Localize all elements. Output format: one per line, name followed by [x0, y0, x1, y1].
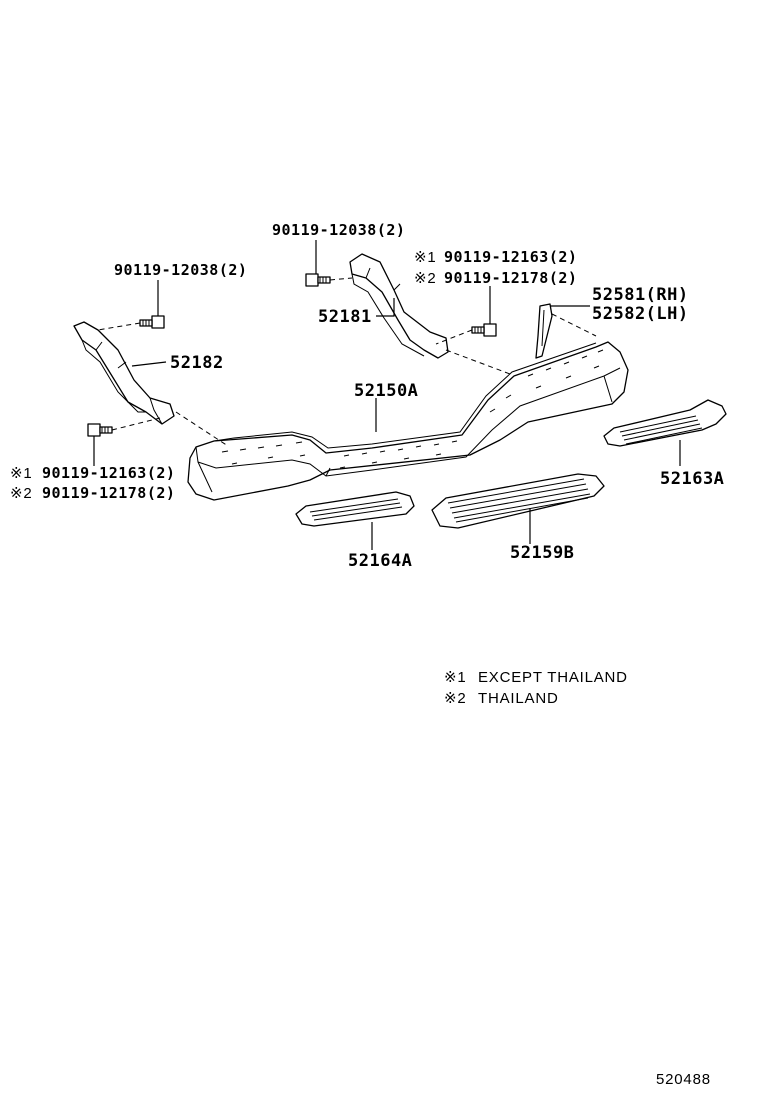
label-step-52163a: 52163A — [660, 469, 724, 489]
label-bolt-right-1: 90119-12163(2) — [444, 248, 577, 266]
note-2-text: THAILAND — [478, 690, 559, 707]
bolt-right-drawing — [471, 323, 497, 337]
bolt-lower-drawing — [87, 423, 113, 437]
bracket-52181-drawing — [349, 253, 449, 359]
label-bracket-52182: 52182 — [170, 353, 224, 373]
step-pad-52159b-drawing — [431, 473, 605, 529]
note-1-text: EXCEPT THAILAND — [478, 669, 628, 686]
label-step-52164a: 52164A — [348, 551, 412, 571]
label-bolt-lower-2: 90119-12178(2) — [42, 484, 175, 502]
assembly-lines — [97, 277, 597, 447]
label-bolt-top: 90119-12038(2) — [272, 221, 405, 239]
note-1-mark: ※1 — [444, 669, 467, 686]
step-pad-52163a-drawing — [603, 399, 727, 447]
leader-lines — [93, 240, 681, 550]
label-bumper-52150a: 52150A — [354, 381, 418, 401]
label-bracket-52181: 52181 — [318, 307, 372, 327]
mark-2-bolt-lower: ※2 — [10, 485, 33, 502]
label-bolt-right-2: 90119-12178(2) — [444, 269, 577, 287]
label-side-rh: 52581(RH) — [592, 285, 689, 305]
bolt-top-drawing — [305, 273, 331, 287]
note-2-mark: ※2 — [444, 690, 467, 707]
mark-2-bolt-right: ※2 — [414, 270, 437, 287]
notes-legend: ※1 EXCEPT THAILAND ※2 THAILAND — [444, 669, 628, 707]
rear-bumper-drawing — [187, 341, 629, 501]
bracket-52182-drawing — [73, 321, 175, 425]
label-step-52159b: 52159B — [510, 543, 574, 563]
bolt-left-drawing — [139, 315, 165, 329]
label-bolt-lower-1: 90119-12163(2) — [42, 464, 175, 482]
mark-1-bolt-lower: ※1 — [10, 465, 33, 482]
step-pad-52164a-drawing — [295, 491, 415, 527]
figure-number: 520488 — [656, 1071, 711, 1088]
mark-1-bolt-right: ※1 — [414, 249, 437, 266]
label-bolt-left: 90119-12038(2) — [114, 261, 247, 279]
label-side-lh: 52582(LH) — [592, 304, 689, 324]
side-extension-drawing — [535, 303, 553, 359]
